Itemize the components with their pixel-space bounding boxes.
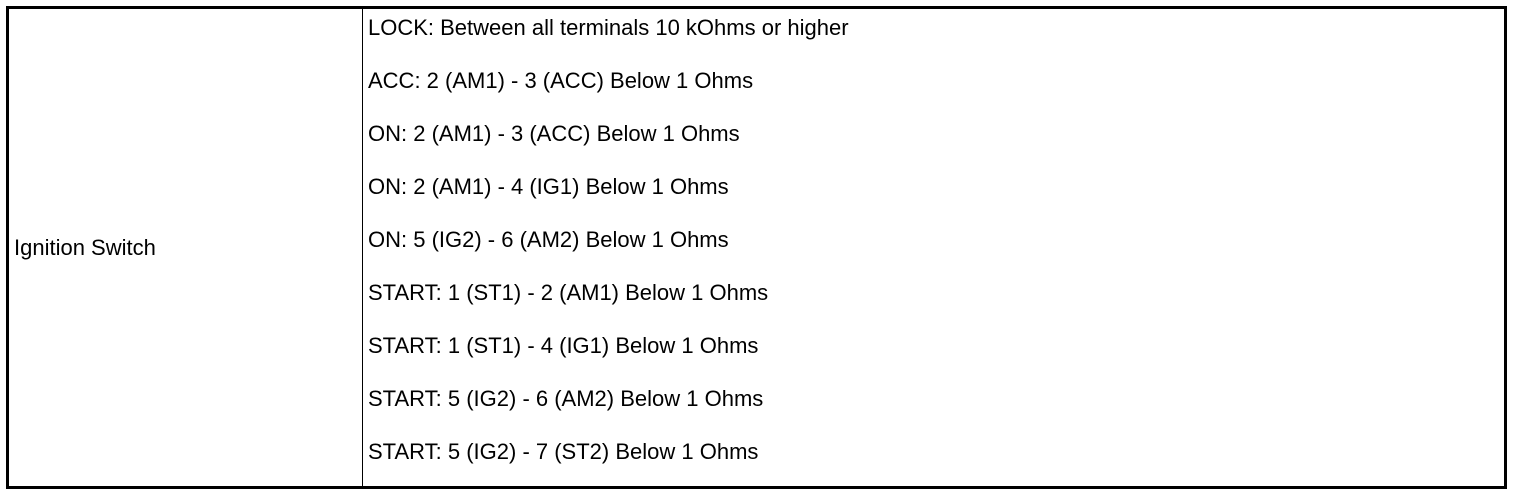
condition-on-ig2-am2: ON: 5 (IG2) - 6 (AM2) Below 1 Ohms	[368, 227, 729, 252]
condition-start-ig2-st2: START: 5 (IG2) - 7 (ST2) Below 1 Ohms	[368, 439, 759, 464]
condition-on-am1-ig1: ON: 2 (AM1) - 4 (IG1) Below 1 Ohms	[368, 174, 729, 199]
condition-start-st1-am1: START: 1 (ST1) - 2 (AM1) Below 1 Ohms	[368, 280, 769, 305]
conditions-cell: LOCK: Between all terminals 10 kOhms or …	[363, 9, 1504, 486]
component-cell: Ignition Switch	[9, 9, 363, 486]
condition-on-am1-acc: ON: 2 (AM1) - 3 (ACC) Below 1 Ohms	[368, 121, 740, 146]
condition-acc-am1-acc: ACC: 2 (AM1) - 3 (ACC) Below 1 Ohms	[368, 68, 754, 93]
condition-lock: LOCK: Between all terminals 10 kOhms or …	[368, 15, 849, 40]
spec-table: Ignition Switch LOCK: Between all termin…	[6, 6, 1507, 489]
condition-start-ig2-am2: START: 5 (IG2) - 6 (AM2) Below 1 Ohms	[368, 386, 764, 411]
condition-start-st1-ig1: START: 1 (ST1) - 4 (IG1) Below 1 Ohms	[368, 333, 759, 358]
component-label: Ignition Switch	[14, 234, 156, 260]
